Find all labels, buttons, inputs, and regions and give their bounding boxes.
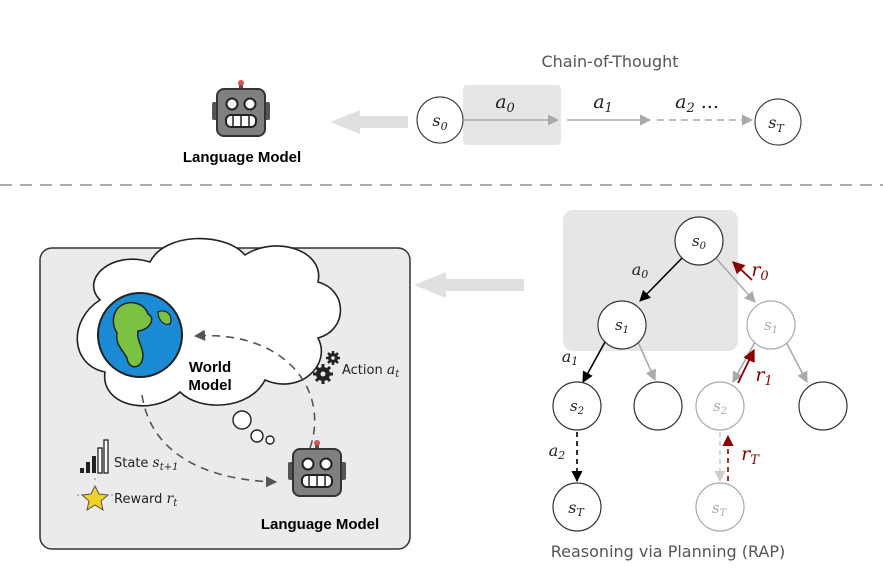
cot-s0-sub: 0 xyxy=(441,120,448,133)
world-model-label-1: World xyxy=(189,359,231,376)
rap-node-empty-2 xyxy=(798,381,848,431)
edge-label-a1: a1 xyxy=(562,347,579,368)
thought-bubble-2 xyxy=(250,429,264,443)
rap-node-empty-1 xyxy=(633,381,683,431)
world-panel-model-label: Language Model xyxy=(261,516,379,533)
cot-action-0: a0 xyxy=(495,91,515,116)
rap-node-sT-left: sT xyxy=(552,482,602,532)
cot-action-2: a2 ... xyxy=(675,91,719,116)
state-flow-arrow xyxy=(141,394,278,488)
state-label: State st+1 xyxy=(114,455,179,473)
robot-icon xyxy=(212,80,270,137)
robot-icon-bottom xyxy=(288,440,346,497)
cot-highlight xyxy=(463,85,561,145)
rap-node-s1-right: s1 xyxy=(746,300,796,350)
svg-text:sT: sT xyxy=(712,499,728,519)
reward-label: Reward rt xyxy=(114,491,178,509)
cot-node-sT: sT xyxy=(754,98,802,146)
globe-icon xyxy=(97,292,183,378)
edge-s1left-s2left xyxy=(582,341,606,383)
rap-node-sT-right: sT xyxy=(695,482,745,532)
rap-node-s2-right: s2 xyxy=(695,381,745,431)
edge-root-s1left xyxy=(639,255,685,302)
gears-icon xyxy=(313,351,340,384)
rap-node-root: s0 xyxy=(674,216,724,266)
cot-title: Chain-of-Thought xyxy=(541,52,678,71)
svg-text:sT: sT xyxy=(568,498,585,519)
rap-node-s1-left: s1 xyxy=(597,300,647,350)
svg-text:s1: s1 xyxy=(615,316,629,336)
signal-bars-icon xyxy=(80,439,109,474)
reward-arrow-r1 xyxy=(737,348,755,384)
svg-text:s2: s2 xyxy=(570,397,584,417)
svg-text:s1: s1 xyxy=(764,316,778,336)
edge-s1right-s2right xyxy=(732,341,756,383)
action-label: Action at xyxy=(342,362,400,380)
svg-text:sT: sT xyxy=(768,113,785,135)
reward-arrow-r0 xyxy=(732,261,753,281)
rap-big-arrow xyxy=(414,272,524,298)
cot-sT-label: s xyxy=(768,113,776,132)
cot-big-arrow xyxy=(330,110,408,134)
cot-action-1: a1 xyxy=(593,91,613,116)
cot-sT-sub: T xyxy=(776,122,785,135)
cot-model-label: Language Model xyxy=(183,149,301,166)
edge-s1right-leaf xyxy=(785,341,808,383)
rap-node-s2-left: s2 xyxy=(552,381,602,431)
svg-text:s0: s0 xyxy=(432,111,447,133)
svg-text:s2: s2 xyxy=(713,397,727,417)
action-flow-arrow xyxy=(193,329,316,449)
edge-label-a0: a0 xyxy=(632,260,649,281)
edge-label-r1: r1 xyxy=(755,364,772,389)
edge-s1left-leaf xyxy=(637,341,656,382)
star-icon xyxy=(76,478,114,512)
thought-bubble-1 xyxy=(232,410,252,430)
edge-root-s1right xyxy=(713,255,756,303)
svg-text:s0: s0 xyxy=(692,232,707,252)
world-model-label-2: Model xyxy=(188,377,231,394)
edge-label-rT: rT xyxy=(741,443,760,468)
cot-node-s0: s0 xyxy=(416,96,464,144)
edge-label-r0: r0 xyxy=(751,259,768,284)
thought-bubble-3 xyxy=(265,435,275,445)
edge-label-a2: a2 xyxy=(549,441,566,462)
rap-title: Reasoning via Planning (RAP) xyxy=(551,542,786,561)
cot-s0-label: s xyxy=(432,111,440,130)
